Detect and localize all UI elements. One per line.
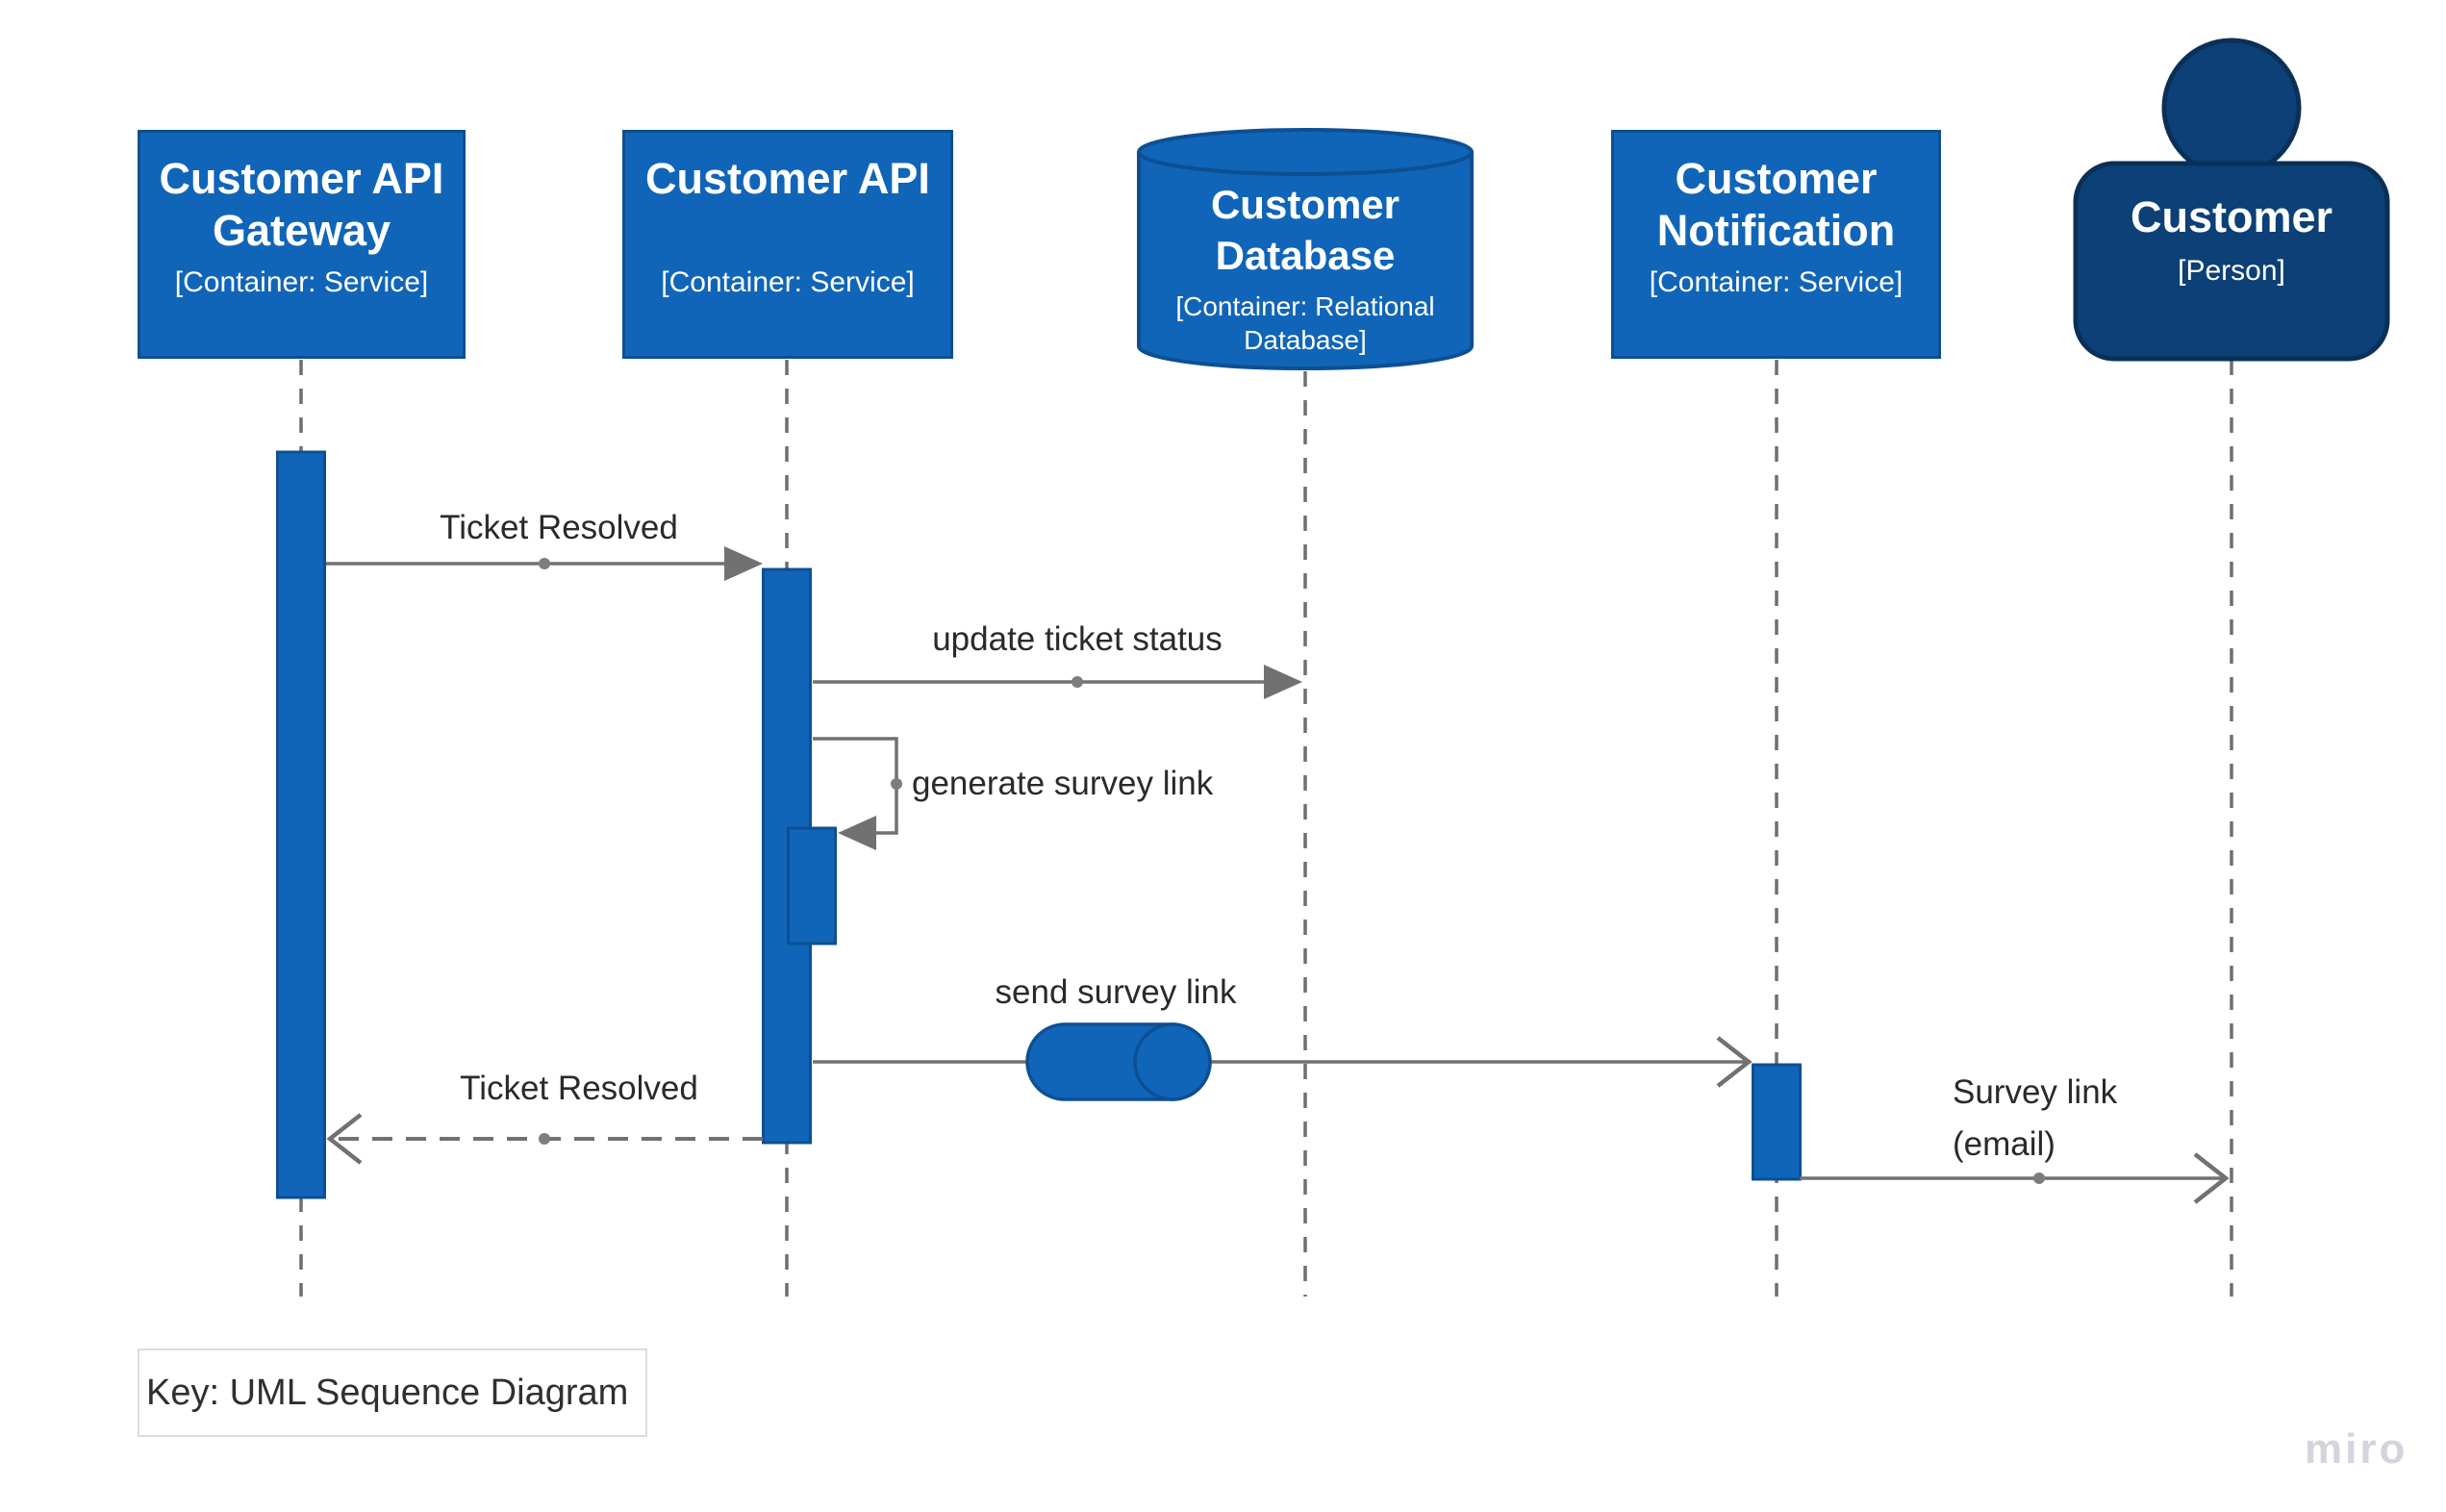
midpoint-dot (2033, 1172, 2045, 1184)
message-arrow-survey-link-email[interactable] (1800, 1152, 2230, 1204)
actor-shape-customer-database[interactable] (1137, 128, 1474, 370)
open-arrowhead-icon (2193, 1152, 2230, 1204)
activation-bars (276, 450, 1802, 1199)
actor-customer[interactable]: Customer [Person] (2076, 164, 2387, 359)
actor-title: Customer (2130, 192, 2333, 241)
midpoint-dot (1072, 676, 1083, 688)
actor-subtitle: [Container: Service] (174, 266, 429, 298)
midpoint-dot (539, 1133, 550, 1145)
actor-customer-database[interactable]: Customer Database [Container: Relational… (1147, 179, 1464, 357)
filled-arrowhead-icon (838, 816, 876, 850)
actor-customer-api-gateway[interactable]: Customer API Gateway [Container: Service… (138, 130, 466, 359)
actor-customer-api[interactable]: Customer API [Container: Service] (622, 130, 953, 359)
message-label-line-1: Survey link (1953, 1073, 2118, 1111)
midpoint-dot (891, 778, 902, 790)
message-label-line-2: (email) (1953, 1125, 2055, 1163)
message-arrow-generate-survey-link[interactable] (813, 737, 902, 850)
activation-bar-customer-api-nested[interactable] (787, 826, 837, 945)
actor-title: Customer Database (1210, 182, 1400, 278)
actor-subtitle: [Container: Relational Database] (1175, 291, 1435, 355)
actor-title: Customer Notification (1656, 154, 1896, 255)
actor-subtitle: [Container: Service] (1649, 266, 1904, 298)
message-arrow-ticket-resolved[interactable] (326, 546, 763, 581)
actor-title: Customer API Gateway (159, 154, 444, 255)
queue-shape[interactable] (1025, 1022, 1212, 1101)
lifelines (299, 360, 2233, 1297)
message-arrow-ticket-resolved-return[interactable] (326, 1113, 763, 1165)
actor-subtitle: [Person] (2178, 255, 2285, 287)
message-label-ticket-resolved-return[interactable]: Ticket Resolved (460, 1070, 698, 1107)
message-arrow-update-ticket-status[interactable] (813, 665, 1302, 699)
open-arrowhead-icon (326, 1113, 363, 1165)
midpoint-dot (539, 558, 550, 569)
message-label-survey-link-email[interactable]: Survey link (email) (1953, 1067, 2270, 1171)
filled-arrowhead-icon (724, 546, 763, 581)
filled-arrowhead-icon (1264, 665, 1302, 699)
activation-bar-notification[interactable] (1752, 1063, 1802, 1181)
activation-bar-gateway[interactable] (276, 450, 326, 1199)
message-label-ticket-resolved[interactable]: Ticket Resolved (440, 509, 678, 546)
message-label-send-survey-link[interactable]: send survey link (995, 973, 1237, 1011)
message-label-update-ticket-status[interactable]: update ticket status (932, 620, 1223, 658)
person-head (2161, 38, 2302, 178)
actor-title: Customer API (645, 154, 930, 203)
message-label-generate-survey-link[interactable]: generate survey link (912, 765, 1214, 802)
actor-subtitle: [Container: Service] (661, 266, 915, 298)
miro-watermark-logo: miro (2305, 1425, 2408, 1473)
key-box[interactable]: Key: UML Sequence Diagram (138, 1348, 647, 1437)
person-body (2073, 161, 2390, 362)
key-label: Key: UML Sequence Diagram (146, 1372, 629, 1413)
actor-customer-notification[interactable]: Customer Notification [Container: Servic… (1611, 130, 1941, 359)
open-arrowhead-icon (1716, 1036, 1753, 1088)
message-arrow-send-survey-link[interactable] (813, 1036, 1753, 1088)
actor-shape-customer-person[interactable] (2073, 38, 2390, 362)
